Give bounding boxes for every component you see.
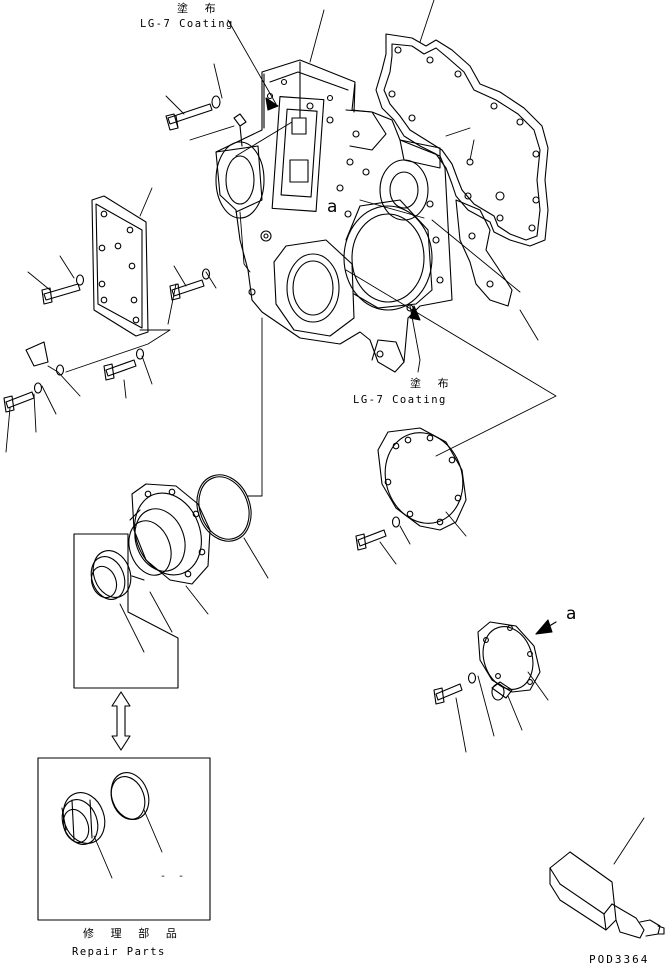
repair-parts-label-ja: 修 理 部 品 [83,927,182,940]
gear-case-housing [215,59,453,373]
coating-label-top-ja: 塗 布 [177,2,221,15]
coating-label-mid-en: LG-7 Coating [353,394,447,406]
bolts [3,95,477,705]
double-arrow [111,691,131,751]
leader-lines [5,0,645,879]
repair-parts-label-en: Repair Parts [72,946,166,958]
side-cover-plate [91,195,149,337]
oil-seal [73,533,179,689]
seal-housing [128,483,211,585]
repair-dash: - - [160,871,188,882]
special-tool [549,851,665,939]
rear-gasket [375,33,549,307]
o-ring [196,474,252,542]
coating-label-mid-ja: 塗 布 [410,377,454,390]
view-mark-main: a [327,197,338,217]
repair-parts-box [37,757,211,921]
small-cover [477,621,541,701]
coating-label-top-en: LG-7 Coating [140,18,234,30]
drawing-id: POD3364 [589,953,650,966]
seal-cover-plate [377,427,467,531]
view-mark-cover: a [566,604,577,624]
small-plate [25,341,49,367]
